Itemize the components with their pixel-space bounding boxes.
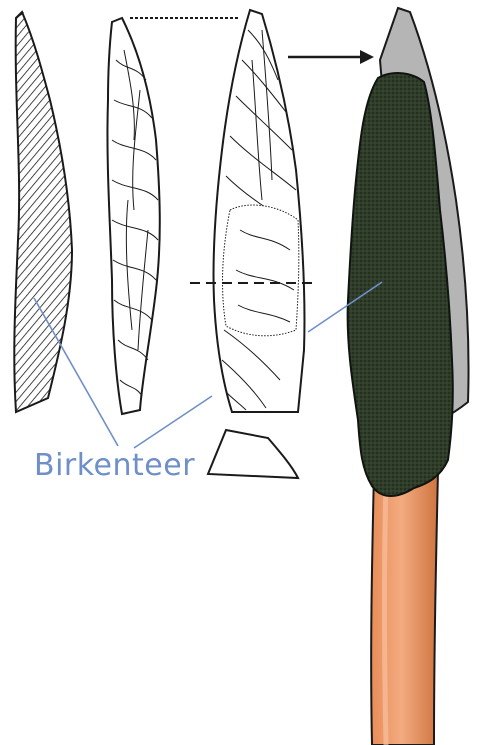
- flint-profile-side-view: [14, 12, 72, 412]
- leader-lines: [34, 282, 382, 448]
- arrow-to-reconstruction-icon: [288, 50, 374, 64]
- birch-tar-label: Birkenteer: [34, 448, 195, 483]
- wooden-shaft: [371, 470, 438, 745]
- flint-dorsal-view: [107, 18, 159, 414]
- flint-ventral-view: [213, 10, 304, 412]
- cross-section-shape: [208, 430, 298, 478]
